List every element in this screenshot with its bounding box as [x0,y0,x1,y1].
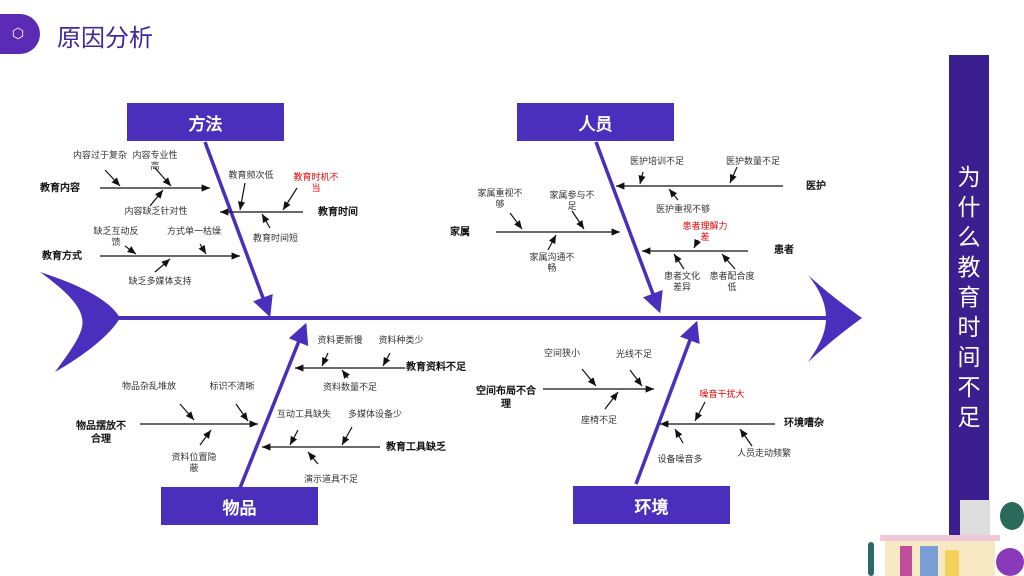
cause-label: 物品杂乱堆放 [122,382,177,392]
branch-label: 环境嘈杂 [784,418,824,429]
rib-environment [634,320,700,485]
branch-label: 医护 [806,181,826,192]
cause-label: 教育时间短 [252,234,298,244]
cause-label: 缺乏多媒体支持 [128,277,192,287]
cause-label: 互动工具缺失 [276,410,331,420]
branch-label: 教育内容 [40,183,80,194]
cause-label: 标识不清晰 [209,382,255,392]
cause-label: 教育时机不当 [293,173,339,194]
cause-label: 多媒体设备少 [348,410,403,420]
branch-label: 教育资料不足 [406,362,466,373]
branch-label: 物品摆放不合理 [76,421,126,445]
hexagon-plus-icon: ⬡ [11,26,25,42]
cause-label: 内容缺乏针对性 [124,207,188,217]
fish-tail [40,272,120,372]
problem-statement: 为什么教育时间不足 [957,165,981,431]
cause-label: 患者文化差异 [663,272,700,293]
cause-label: 座椅不足 [580,416,617,426]
header-badge [0,14,40,54]
rib-items [238,322,309,489]
cause-label: 缺乏互动反馈 [93,227,139,248]
cause-label: 医护数量不足 [725,157,780,167]
cause-label: 家属参与不足 [549,191,595,212]
cause-label: 患者配合度低 [709,272,755,293]
branch-label: 教育时间 [318,207,358,218]
fish-head [808,275,862,362]
cause-label: 人员走动频繁 [736,449,791,459]
cause-label: 家属重视不够 [477,189,523,210]
branch-label: 患者 [774,245,794,256]
cause-label: 资料种类少 [378,336,424,346]
cause-label: 资料数量不足 [323,383,378,393]
cause-label: 资料位置隐蔽 [171,453,217,474]
cause-label: 患者理解力差 [682,222,728,243]
category-environment: 环境 [573,486,730,524]
cause-label: 医护重视不够 [655,205,710,215]
cause-label: 演示道具不足 [303,475,358,485]
branch-label: 教育方式 [42,251,82,262]
category-method: 方法 [127,103,284,141]
rib-people [594,141,663,314]
cause-label: 方式单一枯燥 [166,227,221,237]
cause-label: 设备噪音多 [657,455,703,465]
building-illustration [868,500,1024,576]
category-people: 人员 [517,103,674,141]
page-title: 原因分析 [57,24,153,52]
cause-label: 噪音干扰大 [699,390,745,400]
cause-label: 资料更新慢 [317,336,363,346]
cause-label: 医护培训不足 [630,157,685,167]
cause-label: 光线不足 [615,350,652,360]
branch-label: 家属 [450,227,470,238]
problem-banner: 为什么教育时间不足 [949,55,989,545]
cause-label: 家属沟通不畅 [529,253,575,274]
cause-label: 内容过于复杂 [72,151,127,161]
category-items: 物品 [161,487,318,525]
branch-label: 教育工具缺乏 [386,442,446,453]
cause-label: 空间狭小 [543,349,580,359]
cause-label: 内容专业性高 [132,151,178,172]
branch-label: 空间布局不合理 [476,386,536,410]
rib-method [203,141,273,318]
cause-label: 教育频次低 [228,171,274,181]
